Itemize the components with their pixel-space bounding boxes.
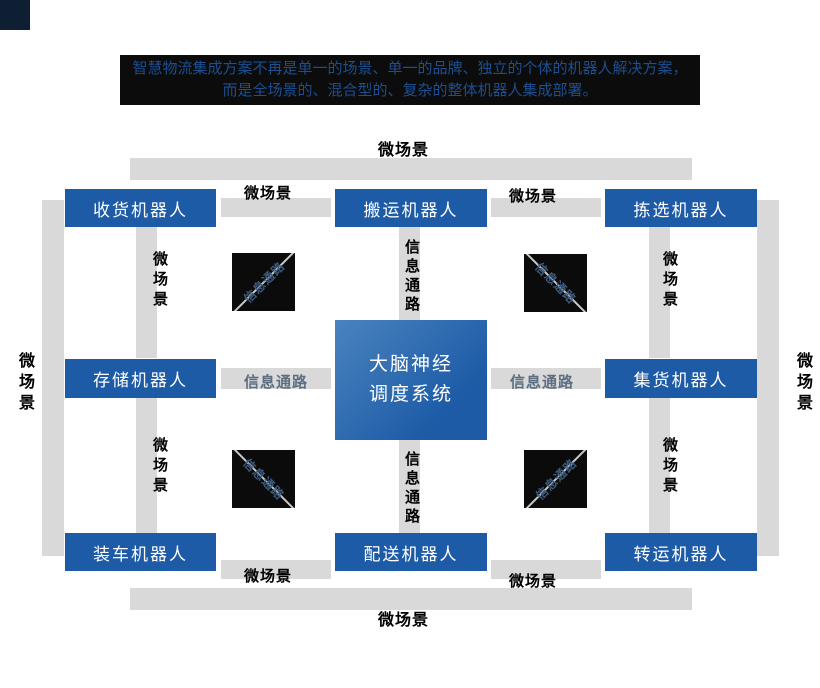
- micro-scene-label-col-left-top: 微场景: [151, 251, 168, 311]
- node-storage-robot: 存储机器人: [65, 359, 216, 398]
- connector-top-outer-bar: [130, 158, 692, 180]
- connector-right-outer-bar: [757, 200, 779, 556]
- connector-col-center-top-bar: [399, 227, 420, 320]
- node-handling-robot: 搬运机器人: [335, 189, 487, 227]
- corner-accent-square: [0, 0, 30, 30]
- node-picking-robot: 拣选机器人: [605, 189, 757, 227]
- info-path-diagonal-label: 信息通路: [239, 456, 287, 503]
- micro-scene-label-bottom: 微场景: [378, 612, 430, 629]
- node-delivery-robot: 配送机器人: [335, 533, 487, 571]
- node-label-line-1: 大脑神经: [368, 354, 453, 375]
- micro-scene-label-row1-left: 微场景: [244, 185, 293, 202]
- connector-row2-right-bar: [491, 368, 601, 389]
- node-label: 转运机器人: [633, 544, 729, 564]
- connector-col-left-top-bar: [136, 226, 157, 358]
- info-path-label-center-top: 信息通路: [403, 239, 420, 315]
- micro-scene-label-right-outer: 微场景: [794, 352, 811, 415]
- micro-scene-label-col-right-top: 微场景: [661, 251, 678, 311]
- connector-row3-right-bar: [491, 560, 601, 579]
- node-label: 收货机器人: [93, 200, 188, 220]
- info-path-diagonal-label: 信息通路: [240, 259, 288, 306]
- node-label-line-2: 调度系统: [368, 384, 453, 405]
- micro-scene-label-row3-left: 微场景: [244, 568, 293, 585]
- node-label: 配送机器人: [363, 544, 459, 564]
- micro-scene-label-row1-right: 微场景: [509, 188, 558, 205]
- info-path-label-center-bottom: 信息通路: [403, 451, 420, 527]
- info-path-diagonal-label: 信息通路: [532, 456, 580, 503]
- micro-scene-label-top: 微场景: [378, 142, 430, 159]
- node-label: 集货机器人: [633, 371, 729, 390]
- node-label: 存储机器人: [93, 371, 188, 390]
- node-label: 拣选机器人: [633, 200, 729, 220]
- connector-bottom-outer-bar: [130, 588, 692, 610]
- node-loading-robot: 装车机器人: [65, 533, 216, 571]
- node-brain-dispatch-system: 大脑神经 调度系统: [335, 320, 487, 440]
- connector-left-outer-bar: [42, 200, 64, 556]
- micro-scene-label-row3-right: 微场景: [509, 573, 558, 590]
- connector-col-center-bottom-bar: [399, 440, 420, 533]
- node-label: 装车机器人: [93, 544, 188, 564]
- node-receiving-robot: 收货机器人: [65, 189, 216, 227]
- banner-text-line-1: 智慧物流集成方案不再是单一的场景、单一的品牌、独立的个体的机器人解决方案，: [132, 60, 688, 77]
- info-path-label-mid-right: 信息通路: [510, 374, 575, 391]
- micro-scene-label-left-outer: 微场景: [16, 352, 33, 415]
- info-path-label-mid-left: 信息通路: [244, 374, 309, 391]
- connector-col-right-top-bar: [649, 226, 670, 358]
- micro-scene-label-col-right-bottom: 微场景: [661, 437, 678, 497]
- node-gathering-robot: 集货机器人: [605, 359, 757, 398]
- connector-row3-left-bar: [221, 560, 331, 579]
- info-path-box-bottom-left: 信息通路: [232, 450, 295, 508]
- micro-scene-label-col-left-bottom: 微场景: [151, 437, 168, 497]
- connector-col-left-bottom-bar: [136, 398, 157, 533]
- info-path-diagonal-label: 信息通路: [531, 260, 579, 307]
- info-path-box-top-right: 信息通路: [524, 254, 587, 312]
- node-label: 搬运机器人: [363, 200, 459, 220]
- connector-row1-left-bar: [221, 198, 331, 217]
- connector-col-right-bottom-bar: [649, 398, 670, 533]
- info-path-box-top-left: 信息通路: [232, 253, 295, 311]
- info-path-box-bottom-right: 信息通路: [524, 450, 587, 508]
- intro-banner: 智慧物流集成方案不再是单一的场景、单一的品牌、独立的个体的机器人解决方案， 而是…: [120, 55, 700, 105]
- connector-row2-left-bar: [221, 368, 331, 389]
- banner-text-line-2: 而是全场景的、混合型的、复杂的整体机器人集成部署。: [222, 82, 598, 99]
- connector-row1-right-bar: [491, 198, 601, 217]
- node-transfer-robot: 转运机器人: [605, 533, 757, 571]
